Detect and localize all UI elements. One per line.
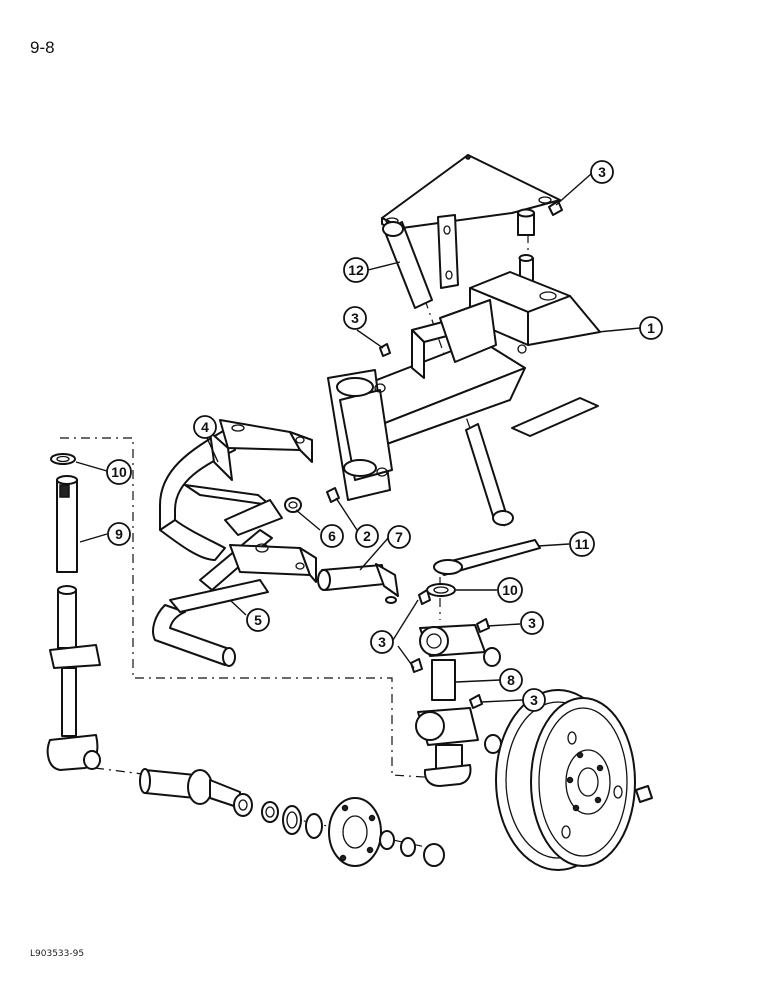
grease-fittings — [379, 200, 653, 803]
leader-lines — [75, 173, 641, 703]
callout-6: 6 — [320, 524, 344, 548]
callout-2: 2 — [355, 524, 379, 548]
swing-frame — [152, 419, 317, 667]
callout-7: 7 — [387, 525, 411, 549]
svg-text:3: 3 — [528, 615, 536, 631]
callout-3-top: 3 — [590, 160, 614, 184]
callout-11: 11 — [569, 531, 595, 557]
svg-text:4: 4 — [201, 419, 209, 435]
thrust-washer-right — [426, 583, 456, 597]
svg-text:1: 1 — [647, 320, 655, 336]
hub-assembly — [233, 793, 445, 867]
kingpin — [46, 453, 101, 771]
svg-text:3: 3 — [598, 164, 606, 180]
svg-text:10: 10 — [111, 464, 127, 480]
axle-beam — [337, 299, 526, 446]
wedge-plate — [511, 397, 599, 437]
svg-text:7: 7 — [395, 529, 403, 545]
page-number: 9-8 — [30, 38, 55, 57]
callout-3-right-upper: 3 — [520, 611, 544, 635]
callout-8: 8 — [499, 668, 523, 692]
tie-rod — [382, 221, 514, 526]
svg-text:3: 3 — [378, 634, 386, 650]
callout-10-left: 10 — [106, 459, 132, 485]
wheel-rim — [495, 689, 636, 871]
axle-end-bracket — [327, 369, 393, 501]
svg-text:11: 11 — [575, 536, 590, 552]
svg-text:2: 2 — [363, 528, 371, 544]
callout-3-right-lower: 3 — [522, 688, 546, 712]
callout-10-right: 10 — [497, 577, 523, 603]
callout-1: 1 — [639, 316, 663, 340]
steering-arm — [433, 539, 541, 576]
bushing — [284, 497, 302, 513]
svg-text:12: 12 — [348, 262, 364, 278]
spindle — [139, 768, 241, 809]
svg-text:9: 9 — [115, 526, 123, 542]
callout-3-beam: 3 — [343, 306, 367, 330]
callout-12: 12 — [343, 257, 369, 283]
svg-text:10: 10 — [502, 582, 518, 598]
callout-3-left: 3 — [370, 630, 394, 654]
callout-4: 4 — [193, 415, 217, 439]
svg-text:5: 5 — [254, 612, 262, 628]
callout-5: 5 — [246, 608, 270, 632]
svg-text:3: 3 — [530, 692, 538, 708]
axle-pivot-pin — [317, 563, 399, 604]
svg-text:8: 8 — [507, 672, 515, 688]
figure-code: L903533-95 — [30, 949, 85, 959]
spindle-housing — [415, 624, 502, 787]
callout-9: 9 — [107, 522, 131, 546]
svg-text:3: 3 — [351, 310, 359, 326]
svg-text:6: 6 — [328, 528, 336, 544]
